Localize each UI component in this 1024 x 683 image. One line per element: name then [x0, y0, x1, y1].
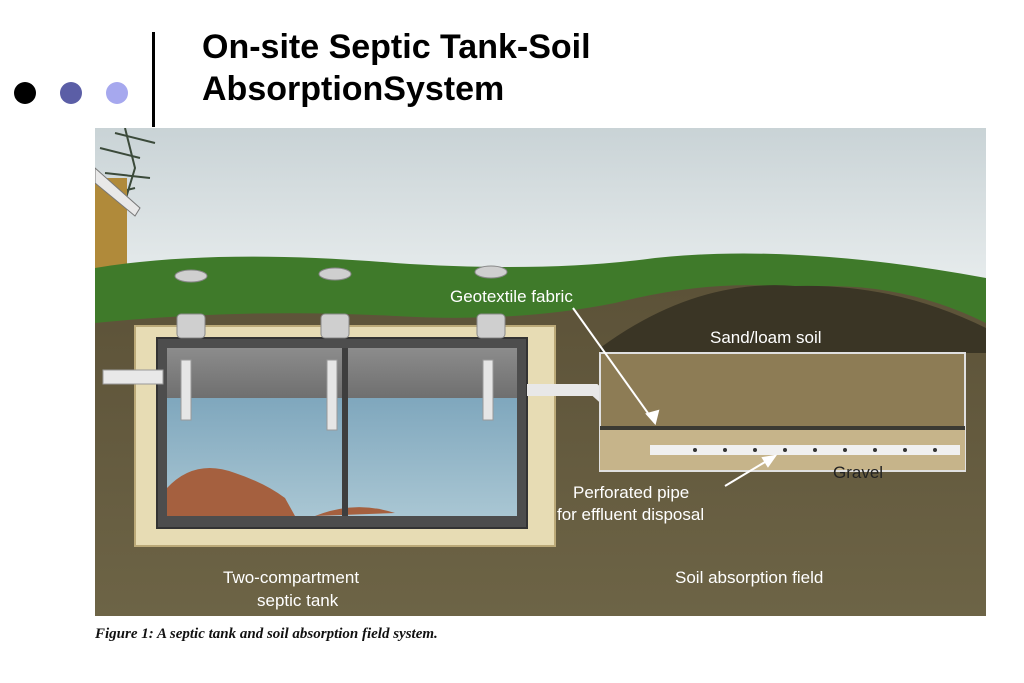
label-sand-loam: Sand/loam soil: [710, 328, 822, 347]
title-line-1: On-site Septic Tank-Soil: [202, 28, 591, 66]
sky: [95, 128, 986, 278]
house-roof: [95, 167, 141, 217]
tank-divider: [342, 348, 348, 516]
label-field: Soil absorption field: [675, 568, 823, 587]
slide-title: On-site Septic Tank-Soil AbsorptionSyste…: [202, 26, 822, 110]
geotextile-layer: [600, 426, 965, 430]
bullet-dot-3: [106, 82, 128, 104]
bullet-dot-2: [60, 82, 82, 104]
inlet-pipe: [102, 369, 164, 385]
sludge: [167, 468, 295, 516]
title-line-2: AbsorptionSystem: [202, 70, 505, 108]
label-geotextile: Geotextile fabric: [450, 287, 573, 306]
figure-caption: Figure 1: A septic tank and soil absorpt…: [95, 626, 438, 642]
pipe-perforations: [693, 448, 937, 452]
tank-risers: [174, 265, 508, 339]
label-arrows: [572, 307, 778, 487]
label-tank-line-2: septic tank: [257, 591, 339, 610]
label-tank-line-1: Two-compartment: [223, 568, 359, 587]
tank-tees: [180, 359, 494, 431]
label-gravel: Gravel: [833, 463, 883, 482]
title-divider: [152, 32, 155, 127]
label-pipe-line-1: Perforated pipe: [573, 483, 689, 502]
septic-system-illustration: Geotextile fabric Sand/loam soil Gravel …: [95, 128, 986, 616]
label-pipe-line-2: for effluent disposal: [557, 505, 704, 524]
dark-mound: [600, 285, 986, 353]
bullet-dot-1: [14, 82, 36, 104]
